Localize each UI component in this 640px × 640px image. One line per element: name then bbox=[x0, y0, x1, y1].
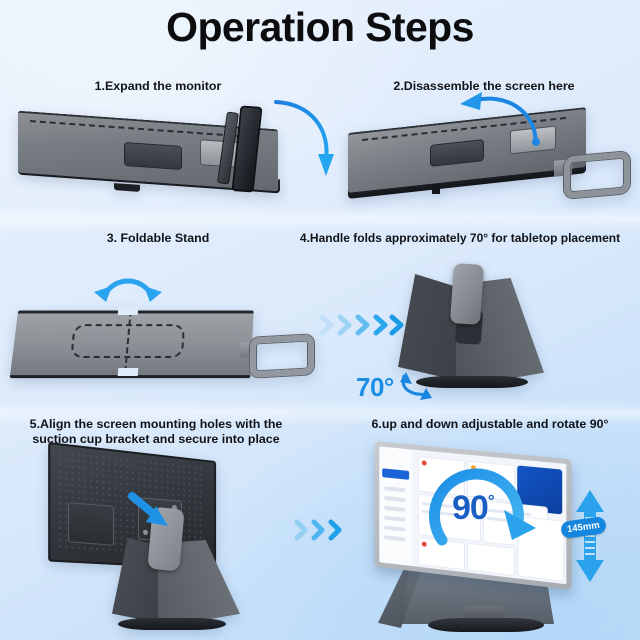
screen-ui-sidebar-item bbox=[384, 506, 405, 512]
step-4-angle-arc-icon bbox=[398, 372, 438, 402]
step-1-caption: 1.Expand the monitor bbox=[24, 79, 292, 94]
step-6-caption: 6.up and down adjustable and rotate 90° bbox=[360, 417, 620, 432]
rotation-value: 90 bbox=[452, 489, 488, 527]
screen-ui-sidebar-item bbox=[384, 535, 405, 541]
page-title: Operation Steps bbox=[0, 4, 640, 51]
device-foot bbox=[432, 184, 440, 194]
step-3-device-foldable-stand bbox=[14, 302, 302, 394]
notch-top bbox=[118, 307, 139, 315]
step-6-rotation-label: 90° bbox=[452, 489, 494, 528]
step-2-curved-up-left-arrow-icon bbox=[448, 86, 544, 148]
step-3-caption: 3. Foldable Stand bbox=[24, 231, 292, 246]
step-4-chevron-sequence-icon bbox=[318, 312, 404, 338]
step-4-caption: 4.Handle folds approximately 70° for tab… bbox=[284, 231, 636, 246]
stand-base bbox=[428, 618, 544, 632]
suction-cup-bracket bbox=[450, 263, 484, 325]
step-5-straight-blue-arrow-icon bbox=[128, 492, 180, 534]
device-foot bbox=[114, 183, 140, 192]
step-1-curved-down-arrow-icon bbox=[270, 96, 344, 186]
notch-bottom bbox=[118, 368, 139, 376]
screen-ui-sidebar bbox=[379, 446, 413, 566]
step-4-angle-label: 70° bbox=[356, 372, 394, 403]
screen-ui-sidebar-item bbox=[384, 516, 405, 522]
latch-plate bbox=[124, 142, 182, 170]
carry-handle bbox=[564, 151, 630, 199]
degree-symbol: ° bbox=[488, 492, 494, 511]
row-divider-band-1 bbox=[0, 206, 640, 232]
screen-ui-sidebar-selected bbox=[382, 468, 409, 480]
step-5-chevron-sequence-icon bbox=[276, 518, 346, 542]
step-1-device-flat-monitor bbox=[14, 108, 290, 196]
port-cluster bbox=[68, 502, 114, 546]
carry-handle bbox=[250, 334, 314, 377]
screen-ui-sidebar-item bbox=[384, 525, 405, 531]
step-3-double-fold-arrow-icon bbox=[92, 272, 164, 304]
step-5-device-monitor-mounting bbox=[46, 452, 252, 630]
screen-ui-sidebar-item bbox=[384, 486, 405, 492]
screen-ui-sidebar-item bbox=[384, 496, 405, 502]
stand-base bbox=[118, 618, 226, 630]
